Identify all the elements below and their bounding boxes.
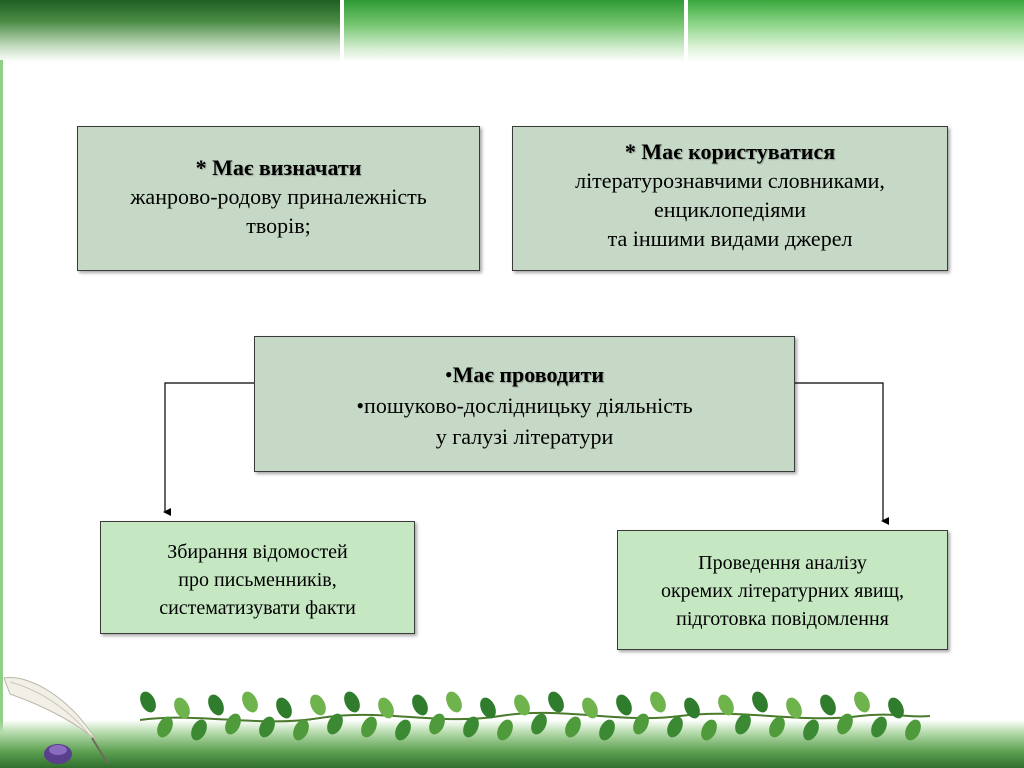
vine-leaf <box>888 697 904 719</box>
vine-leaf <box>582 697 598 719</box>
vine-leaf <box>140 691 156 713</box>
vine-leaf <box>429 713 445 735</box>
vine-leaf <box>752 691 768 713</box>
box-define-genre: * Має визначати жанрово-родову приналежн… <box>77 126 480 271</box>
box-conduct-research: •Має проводити •пошуково-дослідницьку ді… <box>254 336 795 472</box>
vine-leaf <box>378 697 394 719</box>
vine-leaf <box>497 719 513 741</box>
box-text-line: енциклопедіями <box>653 197 807 222</box>
vine-leaf <box>701 719 717 741</box>
vine-leaf <box>735 713 751 735</box>
box-text-line: у галузі літератури <box>435 424 614 449</box>
box-heading: * Має визначати <box>195 155 362 180</box>
banner-segment-right <box>688 0 1024 62</box>
vine-leaf <box>293 719 309 741</box>
vine-leaf <box>463 716 479 738</box>
vine-leaf <box>395 719 411 741</box>
vine-leaf <box>531 713 547 735</box>
vine-leaf <box>259 716 275 738</box>
vine-leaf <box>565 716 581 738</box>
vine-leaf <box>871 716 887 738</box>
vine-leaf <box>837 713 853 735</box>
vine-leaf <box>803 719 819 741</box>
box-text-line: про письменників, <box>178 569 337 591</box>
vine-leaf <box>616 694 632 716</box>
box-text-line: Збирання відомостей <box>167 541 348 563</box>
vine-leaf <box>310 694 326 716</box>
banner-segment-left <box>0 0 340 62</box>
box-text-line: та іншими видами джерел <box>607 226 853 251</box>
vine-leaf <box>667 716 683 738</box>
vine-leaf <box>650 691 666 713</box>
vine-leaf <box>786 697 802 719</box>
vine-leaf <box>718 694 734 716</box>
vine-leaf <box>514 694 530 716</box>
vine-leaf <box>905 719 921 741</box>
box-use-dictionaries: * Має користуватися літературознавчими с… <box>512 126 948 271</box>
box-text-line: творів; <box>246 213 311 238</box>
box-text-line: Проведення аналізу <box>698 552 867 574</box>
box-text-line: літературознавчими словниками, <box>575 168 885 193</box>
vine-leaf <box>769 716 785 738</box>
vine-leaf <box>276 697 292 719</box>
vine-leaf <box>361 716 377 738</box>
box-text-line: •пошуково-дослідницьку діяльність <box>356 393 693 418</box>
vine-leaf <box>548 691 564 713</box>
box-heading: * Має користуватися <box>624 139 836 164</box>
vine-leaf <box>191 719 207 741</box>
vine-leaf <box>480 697 496 719</box>
vine-leaf <box>599 719 615 741</box>
left-edge-strip <box>0 60 3 768</box>
vine-leaf <box>327 713 343 735</box>
quill-pen-icon <box>3 677 109 765</box>
vine-leaf <box>242 691 258 713</box>
box-conduct-analysis: Проведення аналізу окремих літературних … <box>617 530 948 650</box>
vine-leaf <box>854 691 870 713</box>
vine-leaf <box>684 697 700 719</box>
connector-right <box>795 382 889 525</box>
vine-leaf <box>412 694 428 716</box>
box-collect-information: Збирання відомостей про письменників, си… <box>100 521 415 634</box>
banner-segment-middle <box>344 0 684 62</box>
vine-leaf <box>174 697 190 719</box>
vine-leaf <box>157 716 173 738</box>
connector-left <box>163 382 254 516</box>
box-heading: Має проводити <box>452 362 605 387</box>
vine-decoration <box>140 691 930 741</box>
vine-leaf <box>820 694 836 716</box>
top-banner <box>0 0 1024 62</box>
vine-stem <box>140 711 930 723</box>
vine-leaf <box>633 713 649 735</box>
vine-leaf <box>446 691 462 713</box>
bullet: • <box>444 362 453 387</box>
banner-divider <box>340 0 344 62</box>
vine-leaf <box>344 691 360 713</box>
box-text-line: жанрово-родову приналежність <box>130 184 427 209</box>
vine-leaf <box>225 713 241 735</box>
box-text-line: систематизувати факти <box>159 597 356 619</box>
banner-divider <box>684 0 688 62</box>
box-text-line: підготовка повідомлення <box>676 608 889 630</box>
box-text-line: окремих літературних явищ, <box>660 580 905 602</box>
vine-leaf <box>208 694 224 716</box>
